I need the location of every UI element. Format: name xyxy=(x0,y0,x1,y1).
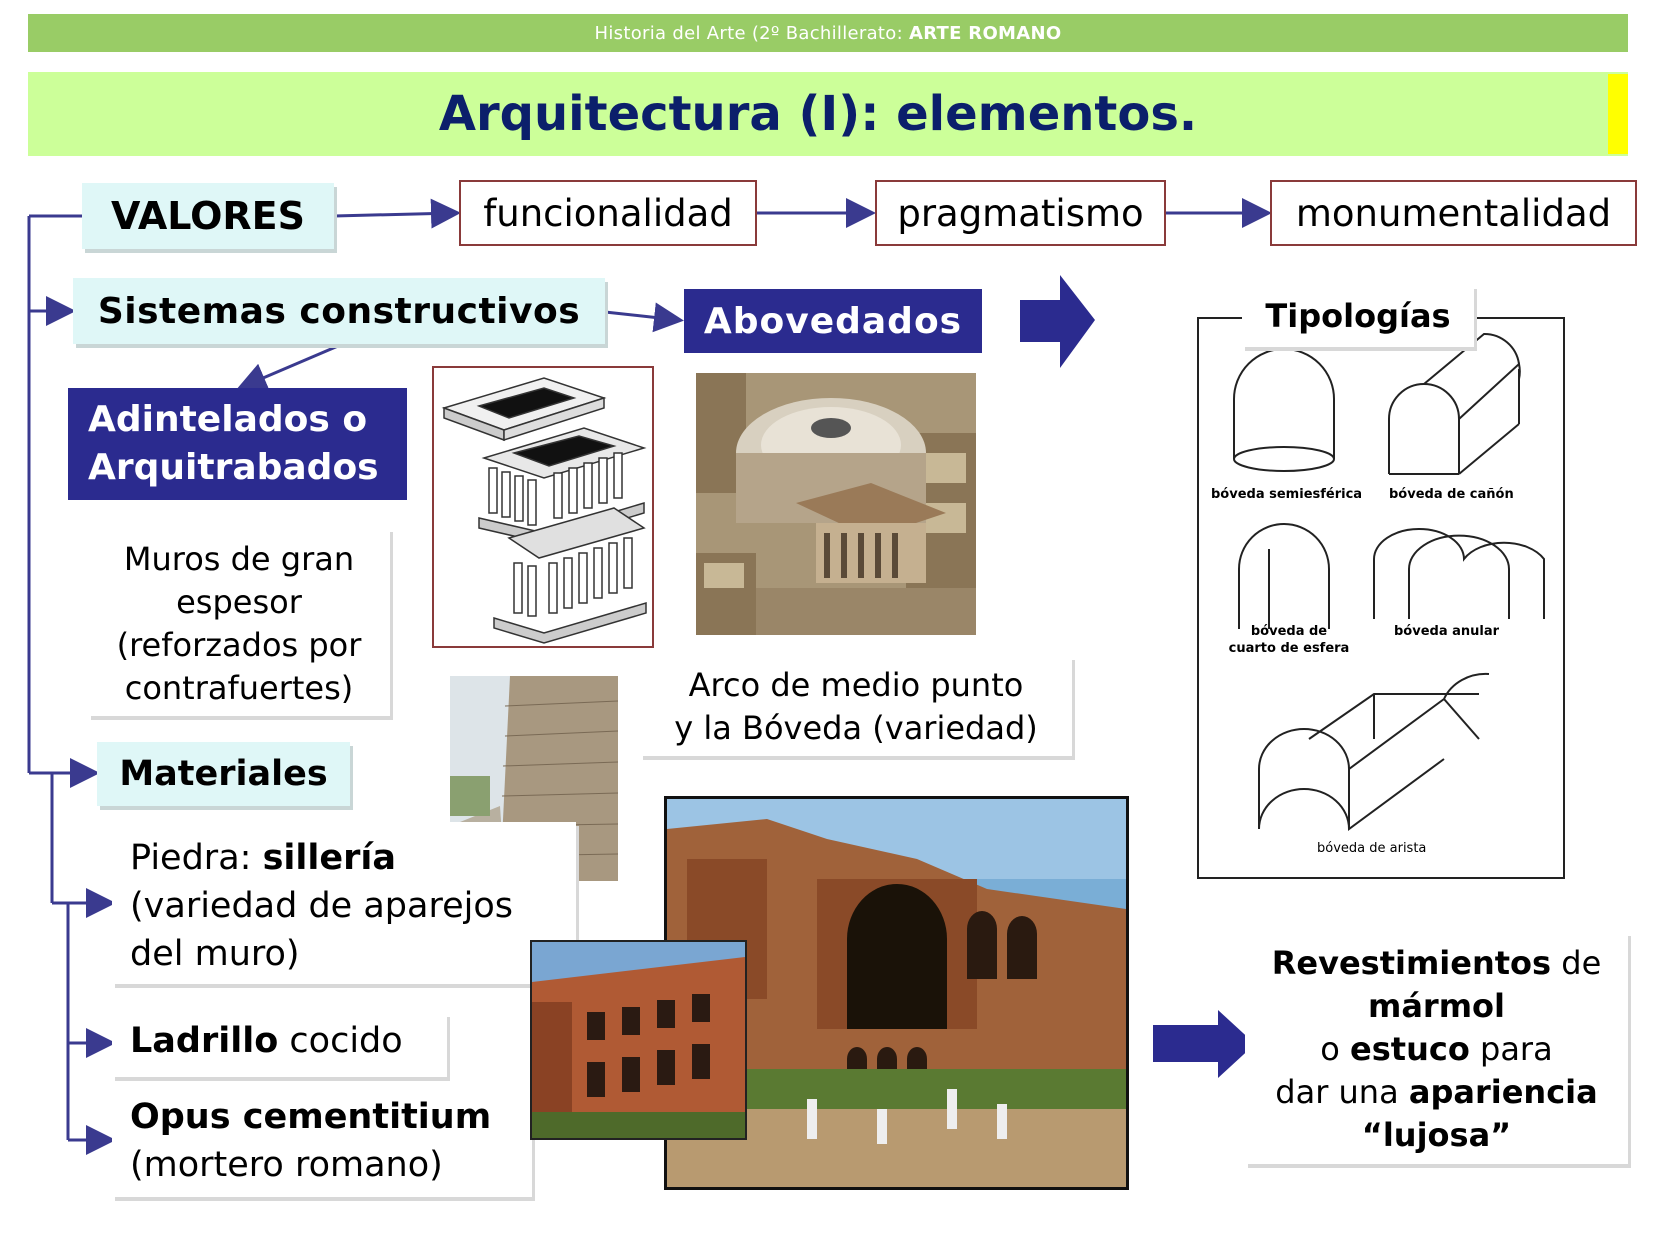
valores-label: VALORES xyxy=(82,183,334,249)
tipologia-semiesferica: bóveda semiesférica xyxy=(1211,487,1363,502)
revestimientos-box: Revestimientos de mármol o estuco para d… xyxy=(1245,932,1628,1164)
abovedados-label: Abovedados xyxy=(684,289,982,353)
valor-monumentalidad: monumentalidad xyxy=(1270,180,1637,246)
course-name: Historia del Arte (2º Bachillerato: xyxy=(594,22,903,44)
tipologia-cuarto-esfera-1: bóveda de xyxy=(1250,624,1328,639)
rev-word: o xyxy=(1320,1030,1340,1068)
title-accent xyxy=(1608,74,1628,154)
piedra-box: Piedra: sillería (variedad de aparejos d… xyxy=(112,822,576,984)
piedra-bold: sillería xyxy=(262,838,397,878)
tipologia-canon: bóveda de cañón xyxy=(1389,487,1514,502)
valor-pragmatismo: pragmatismo xyxy=(875,180,1166,246)
piedra-prefix: Piedra: xyxy=(130,838,252,878)
opus-bold: Opus cementitium xyxy=(130,1097,492,1137)
arrow-right-icon xyxy=(1020,275,1095,368)
muros-line: Muros de gran xyxy=(123,540,355,578)
arco-line: y la Bóveda (variedad) xyxy=(674,709,1038,747)
muros-line: contrafuertes) xyxy=(124,669,354,707)
arco-line: Arco de medio punto xyxy=(688,666,1024,704)
page-title: Arquitectura (I): elementos. xyxy=(438,86,1198,142)
sistemas-label: Sistemas constructivos xyxy=(73,278,605,344)
rev-word: apariencia xyxy=(1408,1073,1598,1111)
piedra-line: del muro) xyxy=(130,934,300,974)
materiales-label: Materiales xyxy=(97,742,350,806)
tipologia-cuarto-esfera-2: cuarto de esfera xyxy=(1228,641,1350,656)
pantheon-photo xyxy=(696,373,976,635)
tipologias-label: Tipologías xyxy=(1242,285,1474,347)
brick-photo xyxy=(530,940,747,1140)
rev-word: de xyxy=(1561,944,1602,982)
opus-box: Opus cementitium (mortero romano) xyxy=(112,1087,532,1197)
title-bar: Arquitectura (I): elementos. xyxy=(28,72,1628,156)
rev-word: Revestimientos xyxy=(1271,944,1552,982)
adintelados-line: Adintelados o xyxy=(88,399,368,440)
arrow-right-icon xyxy=(1153,1010,1255,1078)
rev-word: dar una xyxy=(1275,1073,1399,1111)
rev-word: mármol xyxy=(1367,987,1505,1025)
muros-box: Muros de gran espesor (reforzados por co… xyxy=(88,528,390,716)
piedra-line: (variedad de aparejos xyxy=(130,886,513,926)
rev-word: estuco xyxy=(1350,1030,1470,1068)
muros-line: espesor xyxy=(176,583,302,621)
opus-line: (mortero romano) xyxy=(130,1145,443,1185)
tipologias-panel: bóveda semiesférica bóveda de cañón bóve… xyxy=(1197,317,1565,879)
adintelados-box: Adintelados o Arquitrabados xyxy=(68,388,407,500)
valor-funcionalidad: funcionalidad xyxy=(459,180,757,246)
course-header: Historia del Arte (2º Bachillerato: ARTE… xyxy=(28,14,1628,52)
rev-word: para xyxy=(1480,1030,1553,1068)
ladrillo-bold: Ladrillo xyxy=(130,1021,279,1061)
muros-line: (reforzados por xyxy=(116,626,362,664)
unit-name: ARTE ROMANO xyxy=(908,22,1062,44)
adintelados-line: Arquitrabados xyxy=(88,447,379,488)
tipologia-anular: bóveda anular xyxy=(1394,624,1500,639)
ladrillo-box: Ladrillo cocido xyxy=(112,1013,447,1077)
arco-box: Arco de medio punto y la Bóveda (varieda… xyxy=(640,656,1072,756)
rev-word: “lujosa” xyxy=(1361,1116,1512,1154)
ladrillo-rest: cocido xyxy=(289,1021,403,1061)
temple-illustration xyxy=(432,366,654,648)
tipologia-arista: bóveda de arista xyxy=(1317,841,1427,856)
